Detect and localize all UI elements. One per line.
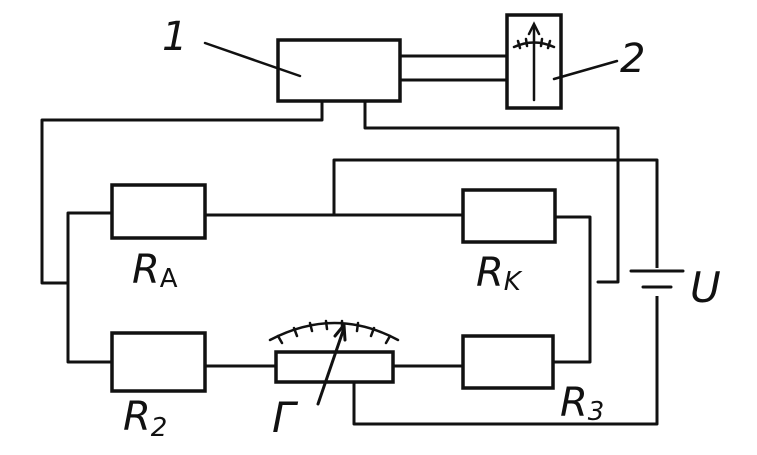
galvanometer-scale-arc bbox=[268, 321, 400, 342]
indicator-arrowhead bbox=[527, 21, 541, 36]
label-r3: R3 bbox=[560, 380, 604, 427]
label-r2: R2 bbox=[123, 394, 167, 443]
galvanometer-pointer-head bbox=[333, 323, 347, 342]
wire-left-bridge bbox=[66, 211, 114, 364]
indicator-scale bbox=[512, 41, 556, 49]
resistor-rk bbox=[461, 188, 557, 244]
leader-line-2 bbox=[552, 59, 619, 81]
wire-block1-left bbox=[40, 99, 324, 285]
block-1 bbox=[276, 38, 402, 103]
wires bbox=[40, 54, 659, 426]
label-galvanometer: Г bbox=[272, 393, 299, 442]
label-block-2: 2 bbox=[620, 36, 645, 82]
wire-right-bridge bbox=[551, 215, 592, 364]
galvanometer-slidewire bbox=[268, 319, 400, 406]
block-2 bbox=[505, 13, 563, 110]
label-block-1: 1 bbox=[162, 14, 187, 60]
label-ra: RA bbox=[132, 247, 178, 294]
label-rk: RK bbox=[476, 250, 523, 297]
wire-supply-top bbox=[332, 158, 659, 270]
resistor-r2 bbox=[110, 331, 207, 393]
voltage-source bbox=[628, 268, 686, 296]
resistor-r3 bbox=[461, 334, 555, 390]
wire-block1-right bbox=[363, 99, 620, 284]
resistor-ra bbox=[110, 183, 207, 240]
leader-line-1 bbox=[203, 41, 302, 78]
wire-supply-bottom bbox=[352, 294, 659, 426]
label-voltage: U bbox=[690, 263, 721, 312]
galvanometer-pointer bbox=[316, 329, 345, 406]
